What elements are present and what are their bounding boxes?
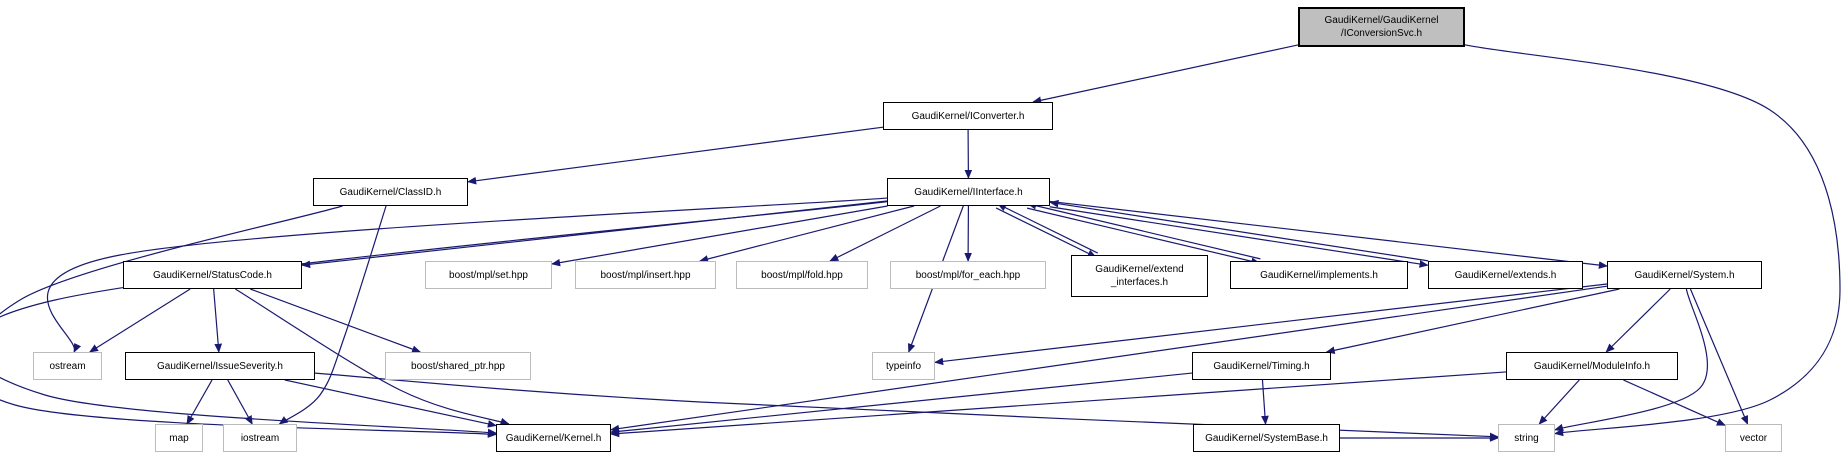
edge-iconversionsvc-iconverter [1032, 44, 1299, 105]
edge-iconverter-classid [467, 126, 884, 185]
node-label: boost/mpl/insert.hpp [600, 269, 691, 281]
node-extends[interactable]: GaudiKernel/extends.h [1428, 261, 1583, 289]
edge-moduleinfo-string [1538, 379, 1580, 425]
node-system[interactable]: GaudiKernel/System.h [1607, 261, 1762, 289]
node-label: GaudiKernel/GaudiKernel [1324, 15, 1439, 26]
node-label: /IConversionSvc.h [1340, 28, 1423, 39]
node-iconverter[interactable]: GaudiKernel/IConverter.h [883, 102, 1053, 130]
node-iostream: iostream [223, 424, 297, 452]
node-implements[interactable]: GaudiKernel/implements.h [1230, 261, 1408, 289]
edge-system-typeinfo [934, 283, 1608, 366]
edge-iinterface-mpl_fold [829, 205, 941, 262]
edge-statuscode-kernel [235, 288, 510, 426]
edge-classid-iostream [278, 205, 387, 425]
edge-system-string [1554, 288, 1708, 432]
node-mpl_foreach: boost/mpl/for_each.hpp [890, 261, 1046, 289]
edge-iinterface-ostream [46, 197, 888, 353]
node-label: GaudiKernel/extend [1095, 264, 1184, 275]
node-label: typeinfo [885, 360, 922, 372]
node-systembase[interactable]: GaudiKernel/SystemBase.h [1193, 424, 1340, 452]
edge-system-timing [1325, 288, 1620, 355]
edge-statuscode-ostream [88, 288, 191, 353]
node-label: GaudiKernel/Kernel.h [505, 432, 602, 444]
edge-iinterface-implements [1026, 207, 1261, 265]
edge-issueseverity-kernel [284, 379, 497, 428]
node-label: GaudiKernel/StatusCode.h [153, 269, 272, 281]
edge-extend_interfaces-iinterface [997, 203, 1098, 254]
node-label: string [1514, 432, 1539, 444]
edge-system-kernel [610, 285, 1608, 433]
node-label: _interfaces.h [1110, 277, 1169, 288]
edge-system-vector [1689, 288, 1749, 425]
edge-moduleinfo-kernel [610, 371, 1507, 438]
node-mpl_fold: boost/mpl/fold.hpp [736, 261, 868, 289]
edge-timing-systembase [1261, 379, 1269, 425]
node-moduleinfo[interactable]: GaudiKernel/ModuleInfo.h [1506, 352, 1678, 380]
node-label: GaudiKernel/implements.h [1260, 269, 1378, 281]
node-string: string [1498, 424, 1555, 452]
node-extend_interfaces[interactable]: GaudiKernel/extend _interfaces.h [1071, 255, 1208, 297]
edge-iinterface-kernel [0, 201, 888, 437]
edge-iinterface-mpl_insert [699, 205, 915, 263]
edge-statuscode-issueseverity [213, 288, 223, 353]
node-label: boost/mpl/set.hpp [449, 269, 528, 281]
node-label: GaudiKernel/SystemBase.h [1205, 432, 1328, 444]
node-issueseverity[interactable]: GaudiKernel/IssueSeverity.h [125, 352, 315, 380]
node-statuscode[interactable]: GaudiKernel/StatusCode.h [123, 261, 302, 289]
node-iconversionsvc: GaudiKernel/GaudiKernel/IConversionSvc.h [1298, 7, 1465, 47]
node-label: GaudiKernel/Timing.h [1213, 360, 1310, 372]
edge-iinterface-system [1049, 200, 1608, 269]
node-label: GaudiKernel/System.h [1634, 269, 1735, 281]
node-vector: vector [1725, 424, 1782, 452]
edge-iinterface-mpl_set [551, 205, 888, 267]
edge-classid-kernel [0, 205, 497, 438]
node-label: ostream [49, 360, 86, 372]
node-label: boost/mpl/fold.hpp [761, 269, 843, 281]
edge-statuscode-shared_ptr [250, 288, 422, 353]
node-mpl_insert: boost/mpl/insert.hpp [575, 261, 716, 289]
edge-iinterface-extend_interfaces [995, 207, 1097, 258]
node-label: map [169, 432, 189, 444]
node-label: boost/shared_ptr.hpp [411, 360, 505, 372]
node-kernel[interactable]: GaudiKernel/Kernel.h [496, 424, 611, 452]
node-ostream: ostream [33, 352, 102, 380]
node-mpl_set: boost/mpl/set.hpp [425, 261, 552, 289]
edge-iinterface-extends [1049, 206, 1429, 268]
edge-implements-iinterface [1027, 202, 1261, 260]
node-label: GaudiKernel/IConverter.h [911, 110, 1025, 122]
node-timing[interactable]: GaudiKernel/Timing.h [1192, 352, 1331, 380]
node-label: GaudiKernel/extends.h [1454, 269, 1557, 281]
node-typeinfo: typeinfo [872, 352, 935, 380]
node-shared_ptr: boost/shared_ptr.hpp [385, 352, 531, 380]
node-label: GaudiKernel/IssueSeverity.h [157, 360, 283, 372]
node-label: GaudiKernel/IInterface.h [914, 186, 1023, 198]
node-label: GaudiKernel/ClassID.h [339, 186, 442, 198]
node-label: iostream [240, 432, 280, 444]
edge-timing-kernel [610, 372, 1193, 436]
node-label: boost/mpl/for_each.hpp [915, 269, 1021, 281]
node-classid[interactable]: GaudiKernel/ClassID.h [313, 178, 468, 206]
edge-system-moduleinfo [1605, 288, 1671, 353]
edge-extends-iinterface [1049, 199, 1429, 262]
edge-issueseverity-map [186, 379, 213, 425]
node-label: vector [1739, 432, 1768, 444]
node-label: GaudiKernel/ModuleInfo.h [1533, 360, 1651, 372]
edge-issueseverity-iostream [227, 379, 253, 425]
node-iinterface[interactable]: GaudiKernel/IInterface.h [887, 178, 1050, 206]
node-map: map [155, 424, 203, 452]
edge-moduleinfo-vector [1623, 379, 1726, 426]
edge-iconversionsvc-string [1464, 44, 1841, 437]
